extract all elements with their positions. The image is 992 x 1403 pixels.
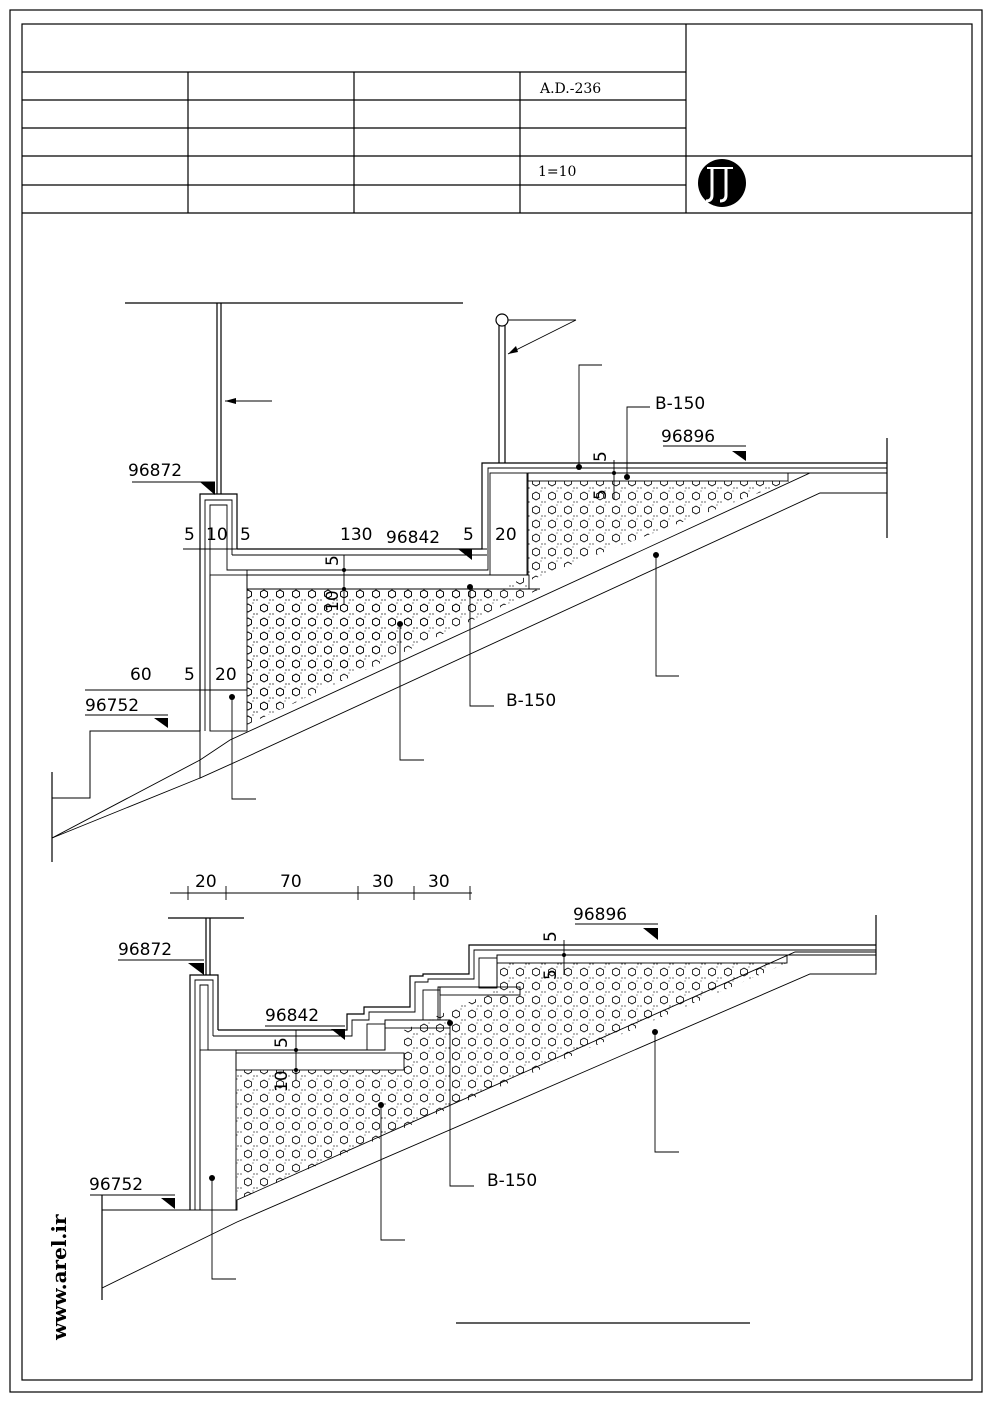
drawing-code: A.D.-236: [539, 81, 601, 97]
s1-level-top-right: 96896: [661, 427, 715, 447]
s2-level-mid: 96842: [265, 1006, 319, 1026]
s1-dim-5d: 5: [184, 665, 195, 685]
s1-dim-60: 60: [130, 665, 152, 685]
drawing-scale: 1=10: [538, 164, 576, 180]
s1-dim-20: 20: [495, 525, 517, 545]
logo-icon: [698, 159, 746, 207]
website-watermark: www.arel.ir: [47, 1214, 71, 1341]
s2-level-top-right: 96896: [573, 905, 627, 925]
s1-dim-10: 10: [206, 525, 228, 545]
s1-label-b150-bottom: B-150: [506, 691, 556, 711]
s1-dim-130: 130: [340, 525, 372, 545]
s2-dim-30b: 30: [428, 872, 450, 892]
s1-level-bottom: 96752: [85, 696, 139, 716]
s1-level-mid: 96842: [386, 528, 440, 548]
s1-dim-5b: 5: [240, 525, 251, 545]
s1-dim-5v: 5: [323, 555, 343, 566]
s1-dim-20b: 20: [215, 665, 237, 685]
s1-dim-10v: 10: [323, 590, 343, 612]
s1-dim-5c: 5: [463, 525, 474, 545]
s2-level-bottom: 96752: [89, 1175, 143, 1195]
s2-dim-5v: 5: [272, 1037, 292, 1048]
section-2: 20 70 30 30: [89, 872, 877, 1300]
s2-dim-5r: 5: [541, 931, 561, 942]
s2-dim-20: 20: [195, 872, 217, 892]
s1-dim-5r2: 5: [591, 489, 611, 500]
s1-level-top-left: 96872: [128, 461, 182, 481]
s2-label-b150: B-150: [487, 1171, 537, 1191]
s2-dim-30a: 30: [372, 872, 394, 892]
s2-level-top-left: 96872: [118, 940, 172, 960]
s1-dim-5a: 5: [184, 525, 195, 545]
s1-label-b150-top: B-150: [655, 394, 705, 414]
title-block: A.D.-236 1=10: [22, 24, 972, 214]
s2-dim-10v: 10: [272, 1070, 292, 1092]
outer-border: [9, 9, 983, 1393]
section-1: 96872 96842 96896 96752 5 10 5 130 5 20 …: [51, 302, 888, 862]
s2-dim-5r2: 5: [541, 969, 561, 980]
s2-dim-70: 70: [280, 872, 302, 892]
inner-border: [21, 23, 973, 1381]
s1-dim-5r: 5: [591, 451, 611, 462]
